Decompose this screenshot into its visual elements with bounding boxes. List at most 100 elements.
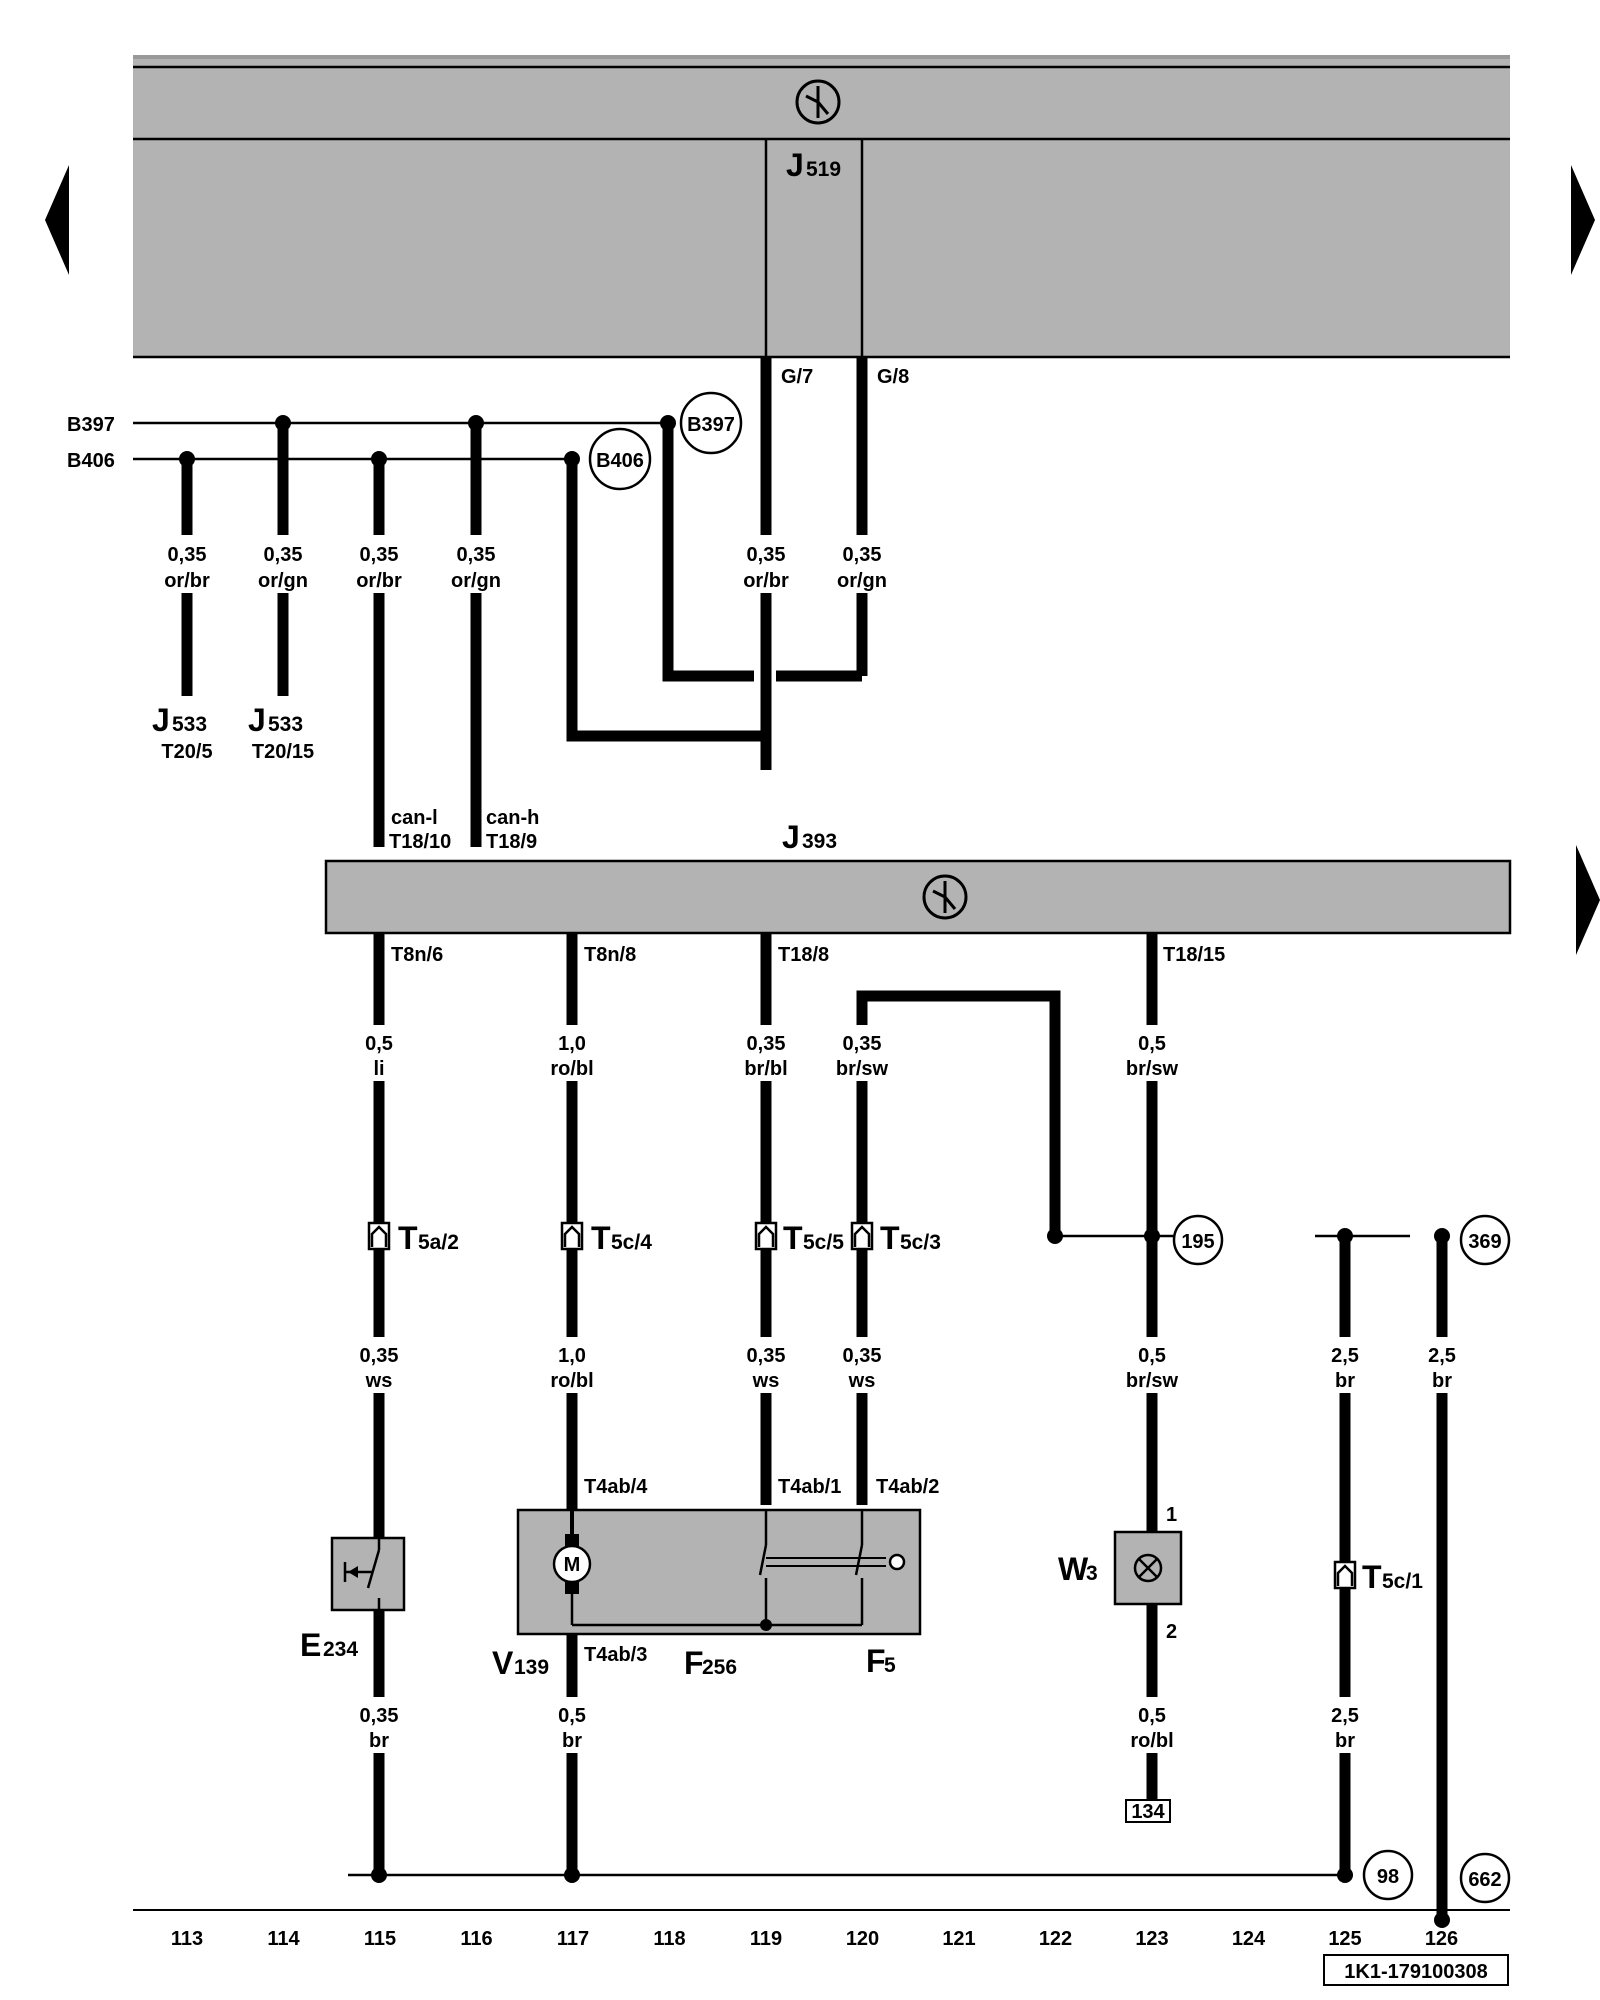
- svg-text:0,5: 0,5: [558, 1705, 586, 1727]
- grid-number: 113: [171, 1928, 203, 1950]
- continue-arrow[interactable]: [1576, 845, 1600, 955]
- ref-b406[interactable]: B406: [588, 427, 652, 491]
- lamp-icon: [1133, 1553, 1163, 1583]
- svg-text:br/sw: br/sw: [1126, 1370, 1179, 1392]
- electronic-unit-icon: [795, 79, 841, 125]
- splice: [371, 451, 387, 467]
- svg-text:or/gn: or/gn: [837, 570, 887, 592]
- svg-text:F: F: [684, 1645, 704, 1681]
- svg-text:0,35: 0,35: [843, 1033, 882, 1055]
- svg-text:0,35: 0,35: [360, 1705, 399, 1727]
- svg-text:1,0: 1,0: [558, 1033, 586, 1055]
- svg-text:ro/bl: ro/bl: [550, 1058, 593, 1080]
- e234-switch: [330, 1510, 406, 1640]
- svg-text:T: T: [783, 1220, 803, 1256]
- svg-text:E: E: [300, 1627, 321, 1663]
- ref-b397[interactable]: B397: [679, 391, 743, 455]
- wire-label-w22: 2,5 br: [1313, 1697, 1377, 1753]
- svg-text:J: J: [782, 819, 800, 855]
- svg-text:ws: ws: [752, 1370, 780, 1392]
- svg-text:0,35: 0,35: [843, 1345, 882, 1367]
- svg-text:0,5: 0,5: [1138, 1033, 1166, 1055]
- svg-text:0,35: 0,35: [457, 544, 496, 566]
- splice: [1434, 1912, 1450, 1928]
- svg-text:0,35: 0,35: [747, 1345, 786, 1367]
- electronic-unit-icon: [922, 874, 968, 920]
- next-page-arrow[interactable]: [1571, 165, 1595, 275]
- svg-text:br/sw: br/sw: [836, 1058, 889, 1080]
- f256-label: F 256: [684, 1645, 737, 1681]
- svg-text:F: F: [866, 1643, 886, 1679]
- svg-text:195: 195: [1181, 1231, 1214, 1253]
- svg-text:T20/15: T20/15: [252, 741, 314, 763]
- svg-text:0,35: 0,35: [264, 544, 303, 566]
- svg-text:or/gn: or/gn: [451, 570, 501, 592]
- svg-text:T: T: [880, 1220, 900, 1256]
- splice: [1337, 1867, 1353, 1883]
- grid-number: 119: [750, 1928, 782, 1950]
- grid-number: 122: [1039, 1928, 1072, 1950]
- svg-text:T: T: [1362, 1559, 1382, 1595]
- svg-text:br/bl: br/bl: [744, 1058, 787, 1080]
- svg-text:ro/bl: ro/bl: [550, 1370, 593, 1392]
- svg-text:B397: B397: [687, 414, 735, 436]
- pin-can-h: can-h: [486, 807, 539, 829]
- wire-label-w10: 0,35 br/sw: [830, 1025, 894, 1081]
- svg-text:5: 5: [884, 1654, 896, 1677]
- j533-label-b: J 533 T20/15: [248, 702, 314, 763]
- splice: [660, 415, 676, 431]
- ref-662[interactable]: 662: [1459, 1852, 1511, 1904]
- w3-lamp: [1113, 1530, 1183, 1606]
- grid-number: 118: [653, 1928, 685, 1950]
- pin-t4ab-3: T4ab/3: [584, 1644, 647, 1666]
- wire-b397-loop: [662, 423, 754, 682]
- j393-control-unit: J 393: [324, 819, 1512, 935]
- splice: [275, 415, 291, 431]
- svg-text:369: 369: [1468, 1231, 1501, 1253]
- svg-text:0,35: 0,35: [168, 544, 207, 566]
- grid-number: 121: [942, 1928, 975, 1950]
- v139-f256-f5-assembly: M: [516, 1508, 922, 1636]
- svg-text:or/gn: or/gn: [258, 570, 308, 592]
- bus-label-b397: B397: [67, 414, 115, 436]
- svg-text:br: br: [1432, 1370, 1452, 1392]
- prev-page-arrow[interactable]: [45, 165, 69, 275]
- splice: [1434, 1228, 1450, 1244]
- ref-195[interactable]: 195: [1172, 1214, 1224, 1266]
- svg-text:or/br: or/br: [356, 570, 402, 592]
- wire-label-w14: 0,35 ws: [734, 1337, 798, 1393]
- svg-text:0,35: 0,35: [360, 1345, 399, 1367]
- svg-text:134: 134: [1131, 1801, 1165, 1823]
- splice: [179, 451, 195, 467]
- svg-text:J: J: [152, 702, 170, 738]
- grid-number: 115: [364, 1928, 396, 1950]
- svg-text:0,35: 0,35: [843, 544, 882, 566]
- wire-label-w4: 0,35 or/gn: [444, 535, 508, 593]
- wire-label-w17: 2,5 br: [1313, 1337, 1377, 1393]
- wire-label-w2: 0,35 or/gn: [251, 535, 315, 593]
- wire-b406-loop: [566, 459, 772, 742]
- ref-134[interactable]: 134: [1125, 1799, 1171, 1823]
- pin-t4ab-4: T4ab/4: [584, 1476, 648, 1498]
- svg-text:5c/1: 5c/1: [1382, 1570, 1423, 1593]
- ref-98[interactable]: 98: [1362, 1849, 1414, 1901]
- splice: [1337, 1228, 1353, 1244]
- svg-text:T20/5: T20/5: [161, 741, 212, 763]
- svg-text:0,5: 0,5: [365, 1033, 393, 1055]
- grid-number: 125: [1328, 1928, 1361, 1950]
- svg-text:0,5: 0,5: [1138, 1705, 1166, 1727]
- ref-369[interactable]: 369: [1459, 1214, 1511, 1266]
- j519-number: 519: [806, 158, 841, 181]
- pin-can-l: can-l: [391, 807, 438, 829]
- wire-label-w6: 0,35 or/gn: [830, 535, 894, 593]
- svg-text:0,5: 0,5: [1138, 1345, 1166, 1367]
- wire-label-w21: 0,5 ro/bl: [1120, 1697, 1184, 1753]
- wire-label-w7: 0,5 li: [347, 1025, 411, 1081]
- svg-text:or/br: or/br: [743, 570, 789, 592]
- connector-t5a-2: T 5a/2: [367, 1220, 459, 1256]
- svg-text:J: J: [248, 702, 266, 738]
- svg-text:B406: B406: [596, 450, 644, 472]
- w3-label: W 3: [1058, 1551, 1098, 1587]
